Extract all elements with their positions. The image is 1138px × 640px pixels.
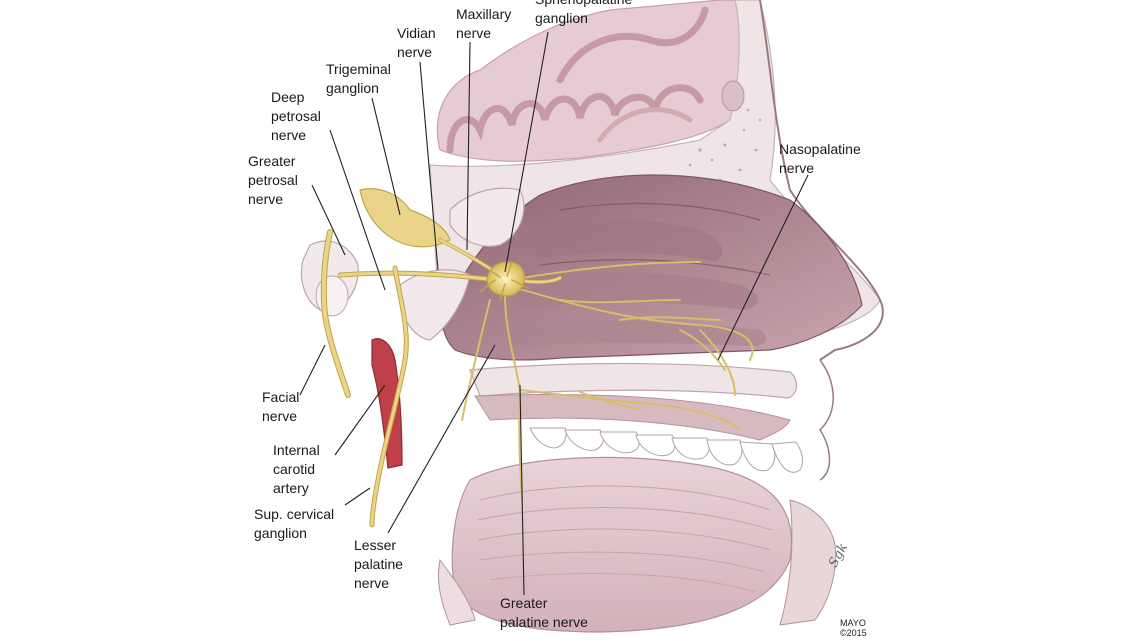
leader-nasopalatine [717,174,809,361]
leader-internal-carotid [334,384,386,456]
label-deep-petrosal-nerve: Deep petrosal nerve [271,89,321,143]
mayo-credit: MAYO ©2015 [840,618,867,638]
leader-sphenopalatine [504,31,549,273]
leader-greater-palatine [519,384,525,596]
leader-facial [299,344,326,396]
label-maxillary-nerve: Maxillary nerve [456,6,512,41]
oral-region [437,362,837,633]
leader-trigeminal [371,97,401,216]
leader-lines [299,31,809,596]
label-trigeminal-ganglion: Trigeminal ganglion [326,61,391,96]
label-sphenopalatine-ganglion: Sphenopalatine ganglion [535,0,632,26]
label-lesser-palatine-nerve: Lesser palatine nerve [354,537,404,591]
label-facial-nerve: Facial nerve [262,389,300,424]
label-greater-petrosal-nerve: Greater petrosal nerve [248,153,298,207]
label-nasopalatine-nerve: Nasopalatine nerve [779,141,861,176]
leader-vidian [419,61,439,271]
nasal-cavity [442,174,863,361]
brain-region [436,0,742,162]
leader-greater-petrosal [311,184,346,256]
label-internal-carotid-artery: Internal carotid artery [273,442,320,496]
label-sup-cervical-ganglion: Sup. cervical ganglion [254,506,335,541]
leader-deep-petrosal [329,129,386,291]
nerve-network [320,188,754,528]
leader-sup-cervical [344,487,371,506]
label-vidian-nerve: Vidian nerve [397,25,436,60]
leader-lesser-palatine [387,344,496,534]
label-greater-palatine-nerve: Greater palatine nerve [500,595,588,630]
leader-maxillary [466,41,471,251]
internal-carotid-artery [371,338,403,469]
